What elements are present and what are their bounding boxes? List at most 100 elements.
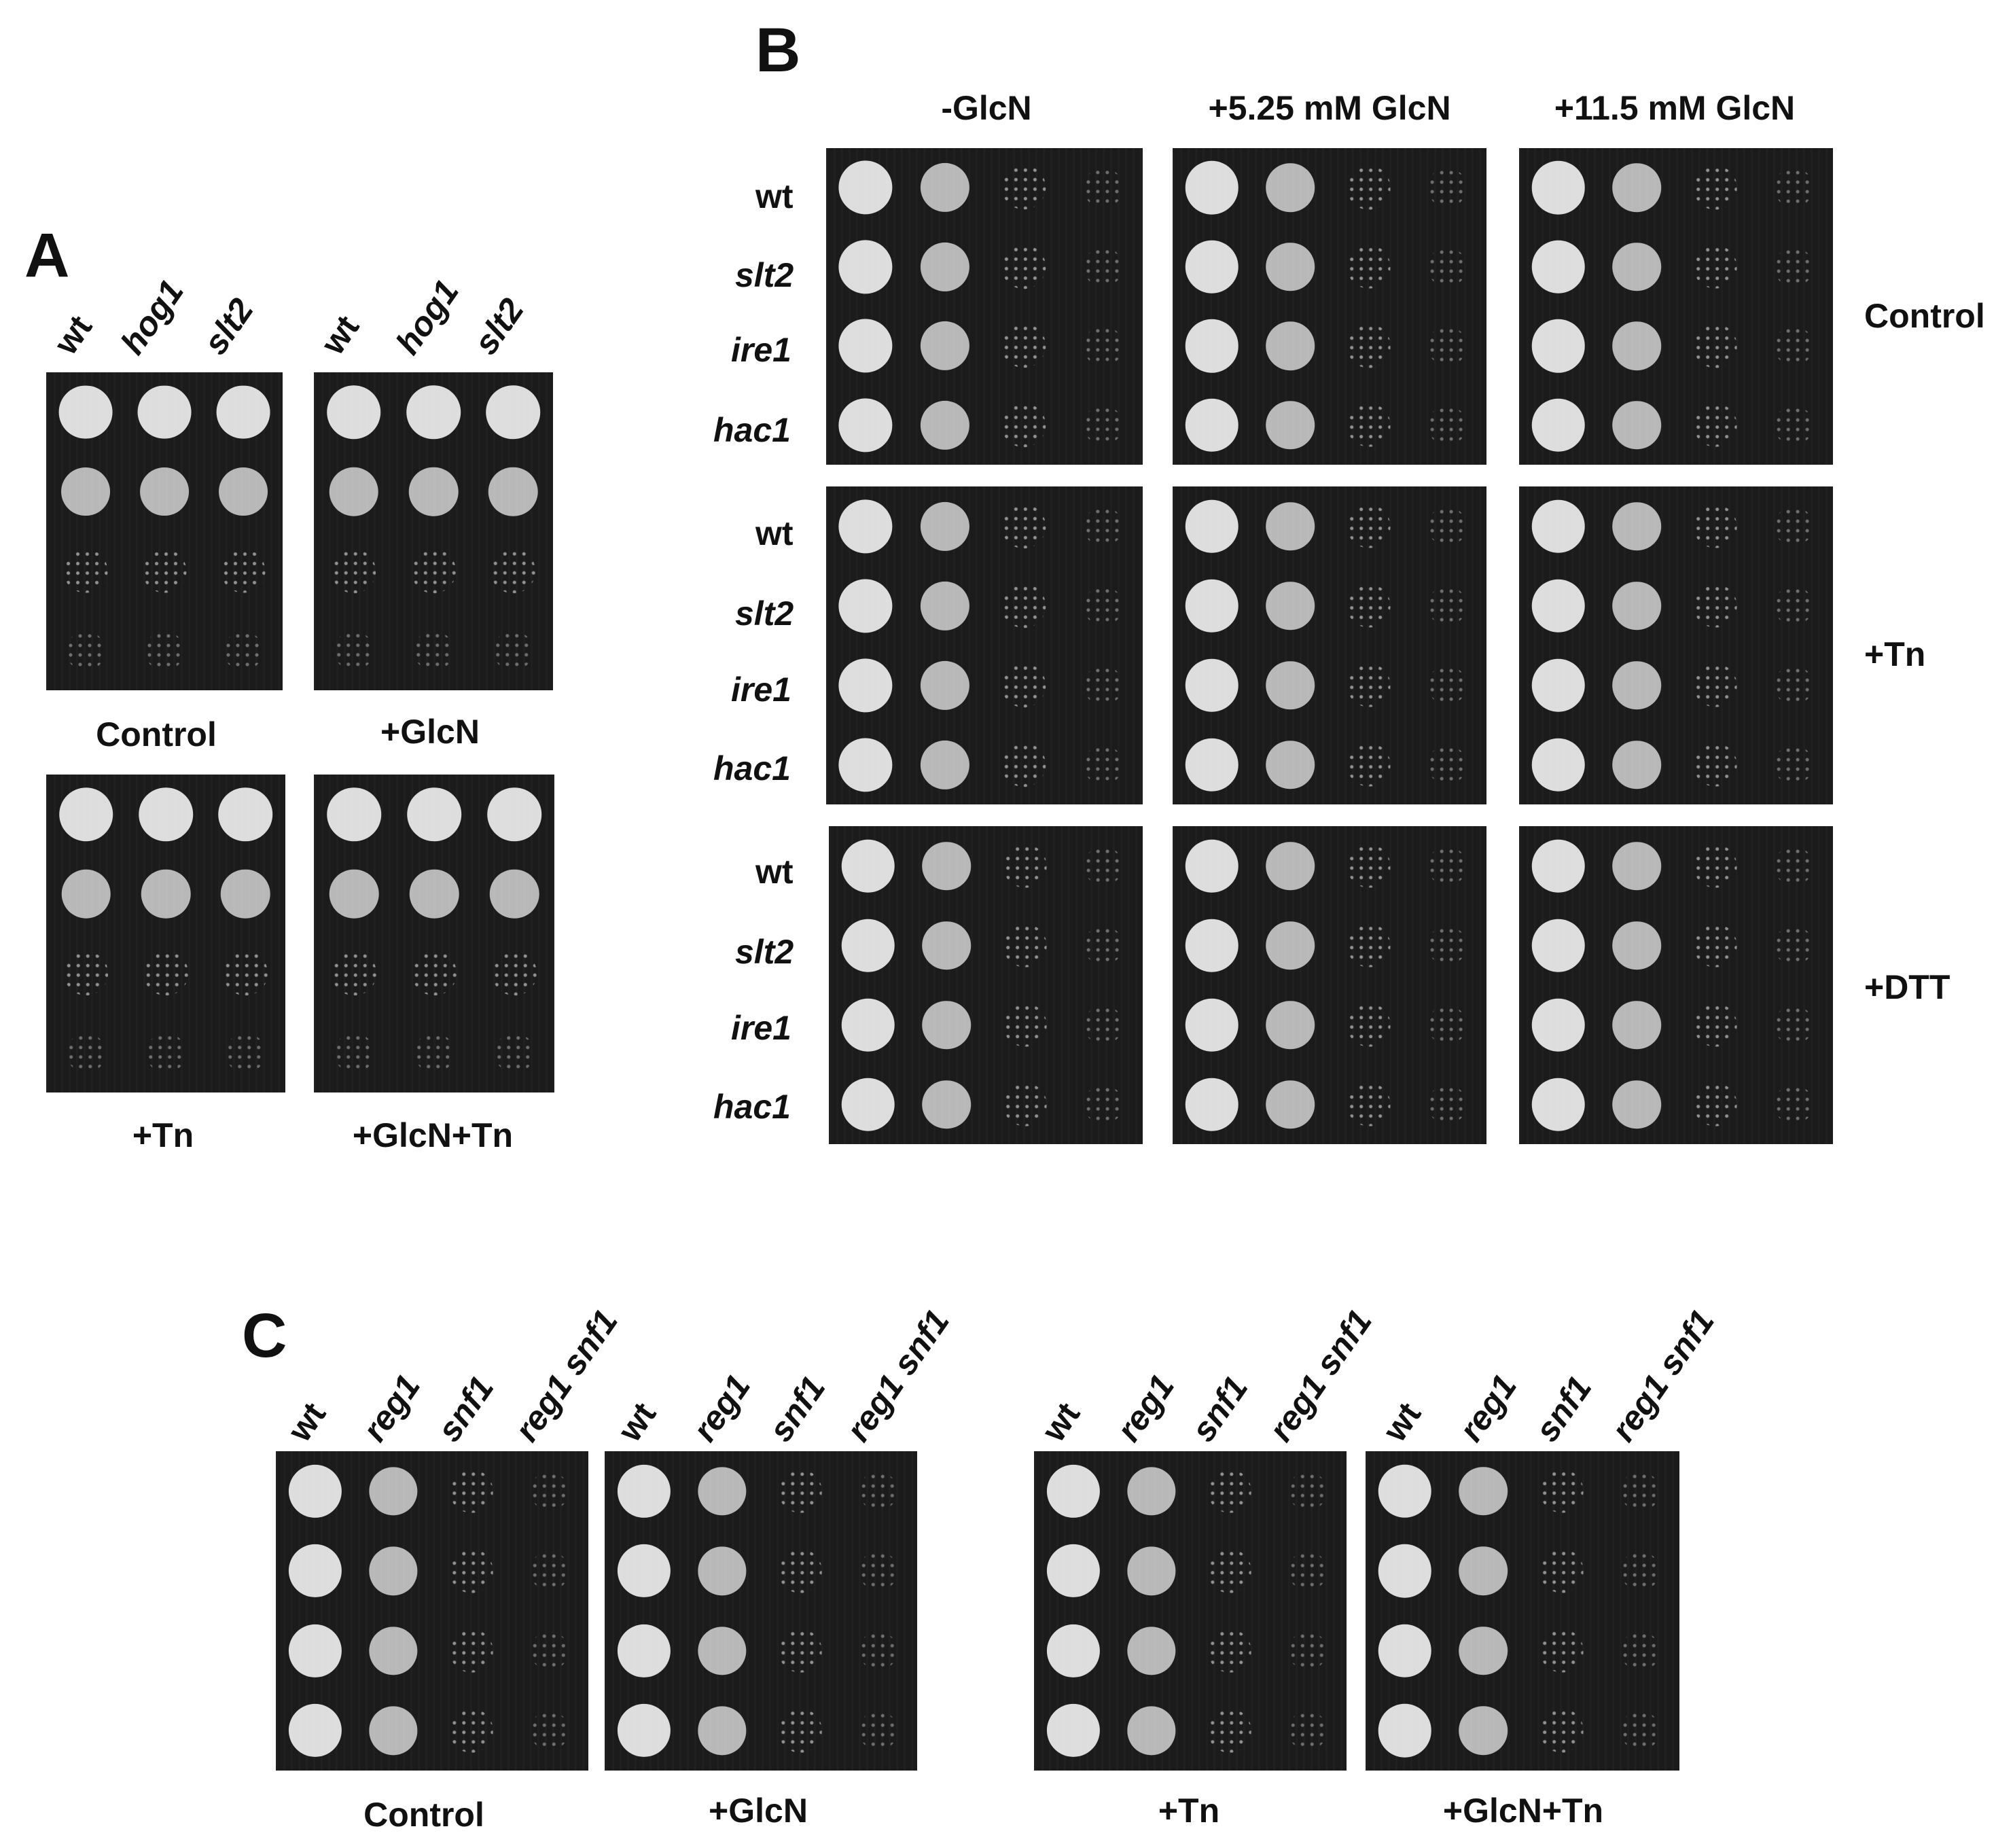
colony-spot: [1531, 998, 1586, 1052]
panel-a-caption-glcn-tn: +GlcN+Tn: [352, 1116, 514, 1154]
colony-spot: [334, 630, 374, 671]
colony-spot: [1620, 1711, 1660, 1751]
colony-spot: [838, 737, 893, 792]
colony-spot: [1693, 323, 1738, 368]
colony-spot: [1347, 584, 1391, 628]
colony-spot: [1266, 242, 1315, 291]
colony-spot: [58, 787, 113, 842]
colony-spot: [1126, 1546, 1176, 1595]
colony-spot: [145, 630, 184, 671]
colony-spot: [1083, 586, 1123, 626]
panel-b-plate: [1173, 486, 1486, 804]
colony-spot: [778, 1549, 822, 1593]
colony-spot: [838, 160, 893, 215]
colony-spot: [1459, 1626, 1508, 1675]
panel-c-strain-label: wt: [1375, 1396, 1429, 1449]
colony-spot: [1126, 1706, 1176, 1755]
colony-spot: [1266, 921, 1315, 970]
colony-spot: [1693, 504, 1738, 548]
colony-spot: [1774, 1005, 1814, 1045]
colony-spot: [858, 1472, 898, 1511]
colony-spot: [858, 1551, 898, 1591]
colony-spot: [1531, 319, 1586, 373]
colony-spot: [331, 548, 376, 594]
colony-spot: [1693, 844, 1738, 888]
colony-spot: [838, 398, 893, 452]
colony-spot: [841, 919, 895, 972]
colony-spot: [922, 1000, 972, 1050]
colony-spot: [63, 549, 108, 593]
colony-spot: [492, 950, 537, 996]
colony-spot: [920, 581, 969, 630]
colony-spot: [1427, 925, 1467, 965]
panel-b-plate: [1519, 826, 1833, 1144]
colony-spot: [1001, 583, 1046, 628]
colony-spot: [1539, 1708, 1584, 1753]
colony-spot: [1084, 925, 1124, 965]
colony-spot: [1083, 506, 1123, 546]
colony-spot: [140, 467, 189, 516]
panel-c-strain-label: reg1: [355, 1368, 428, 1449]
colony-spot: [1287, 1551, 1328, 1591]
colony-spot: [412, 950, 457, 996]
colony-spot: [858, 1631, 898, 1671]
colony-spot: [1774, 326, 1814, 366]
panel-c-plate-glcn-tn: [1366, 1451, 1679, 1771]
colony-spot: [1347, 663, 1391, 707]
colony-spot: [329, 467, 378, 516]
colony-spot: [1287, 1472, 1328, 1511]
colony-spot: [1266, 400, 1315, 450]
colony-spot: [1185, 398, 1239, 452]
colony-spot: [449, 1629, 493, 1673]
panel-a-plate-tn: [46, 775, 285, 1092]
colony-spot: [141, 869, 191, 919]
colony-spot: [920, 400, 969, 450]
colony-spot: [1287, 1631, 1328, 1671]
colony-spot: [1427, 405, 1467, 445]
panel-b-plate: [1173, 826, 1486, 1144]
panel-a-col-label-1: wt: [46, 308, 100, 361]
colony-spot: [1083, 405, 1123, 445]
colony-spot: [920, 501, 969, 551]
colony-spot: [1347, 923, 1391, 967]
colony-spot: [1774, 925, 1814, 965]
colony-spot: [1774, 247, 1814, 287]
colony-spot: [1083, 326, 1123, 366]
colony-spot: [1001, 323, 1046, 368]
panel-c-strain-label: snf1: [1183, 1369, 1255, 1449]
colony-spot: [1427, 1084, 1467, 1124]
colony-spot: [1083, 745, 1123, 785]
colony-spot: [66, 1033, 106, 1073]
panel-b-row-label: wt: [755, 177, 794, 215]
colony-spot: [449, 1709, 493, 1753]
colony-spot: [406, 385, 461, 440]
panel-a-col-label-5: hog1: [388, 272, 466, 361]
colony-spot: [1185, 658, 1239, 712]
colony-spot: [1185, 319, 1239, 373]
panel-c-caption-glcn: +GlcN: [709, 1792, 808, 1830]
colony-spot: [529, 1631, 569, 1671]
colony-spot: [1427, 168, 1467, 208]
colony-spot: [288, 1464, 342, 1518]
panel-a-caption-control: Control: [96, 715, 217, 753]
colony-spot: [1427, 506, 1467, 546]
panel-b-col-header-1: -GlcN: [941, 89, 1032, 127]
colony-spot: [1693, 403, 1738, 448]
colony-spot: [1774, 506, 1814, 546]
colony-spot: [1266, 501, 1315, 551]
colony-spot: [139, 787, 193, 842]
panel-c-strain-label: reg1 snf1: [1603, 1302, 1722, 1449]
colony-spot: [1539, 1629, 1584, 1673]
colony-spot: [1185, 1078, 1239, 1131]
colony-spot: [1347, 1082, 1391, 1126]
colony-spot: [1620, 1551, 1660, 1591]
colony-spot: [1612, 400, 1662, 450]
colony-spot: [1427, 586, 1467, 626]
colony-spot: [841, 839, 895, 893]
colony-spot: [838, 319, 893, 373]
panel-b-plate: [1173, 148, 1486, 465]
colony-spot: [61, 869, 111, 919]
colony-spot: [1378, 1544, 1432, 1598]
colony-spot: [137, 385, 192, 439]
colony-spot: [838, 658, 893, 713]
